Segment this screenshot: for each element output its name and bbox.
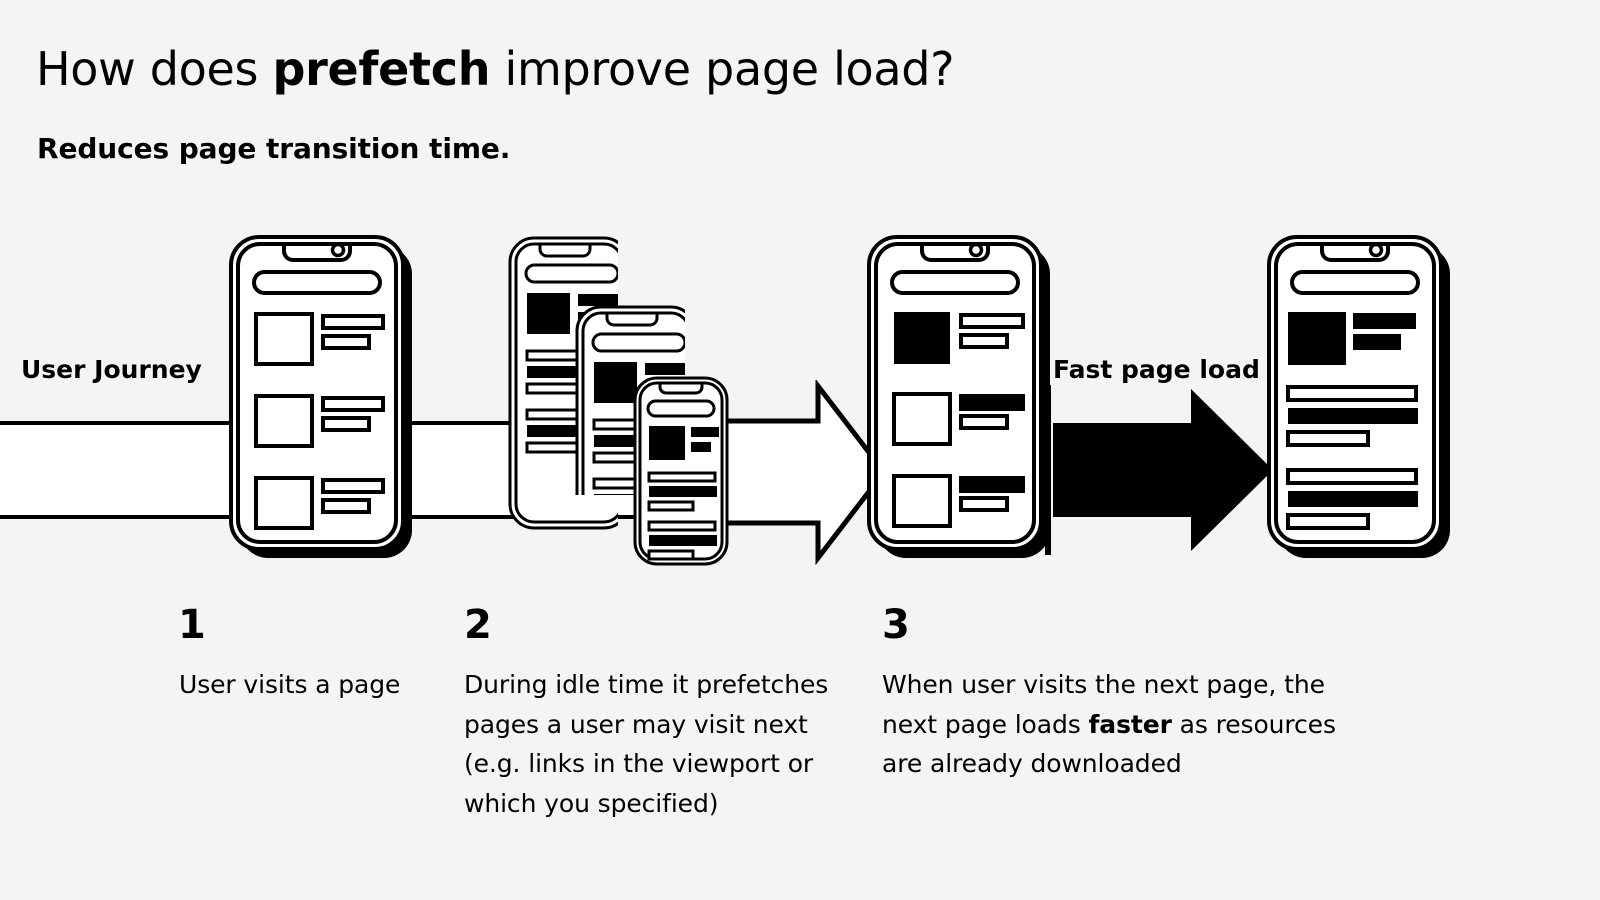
phone-fast-loaded-article: [1266, 234, 1456, 564]
thumb-filled: [594, 362, 637, 403]
text-line-outline: [321, 314, 385, 330]
step-number-3: 3: [882, 602, 910, 648]
text-line-filled: [1288, 491, 1418, 507]
search-bar: [890, 270, 1020, 295]
fast-page-load-label: Fast page load: [1053, 355, 1260, 384]
thumb-filled: [649, 426, 685, 460]
text-line-filled: [959, 476, 1025, 493]
fast-page-load-arrow: [1045, 385, 1280, 555]
thumb-filled: [1288, 312, 1346, 365]
camera-dot-icon: [1368, 242, 1384, 258]
text-line-outline: [321, 396, 385, 412]
text-line-outline: [647, 520, 717, 532]
step-number-2: 2: [464, 602, 492, 648]
text-line-outline: [321, 334, 371, 350]
text-line-outline: [321, 478, 385, 494]
text-line-outline: [321, 498, 371, 514]
text-line-outline: [647, 500, 695, 512]
text-line-outline: [959, 333, 1009, 349]
step-text-3-before: When user visits the next page, the next…: [882, 670, 1325, 739]
text-line-outline: [321, 416, 371, 432]
page-subtitle: Reduces page transition time.: [37, 132, 511, 165]
text-line-filled: [578, 294, 618, 306]
text-line-outline: [1286, 468, 1418, 485]
camera-dot-icon: [968, 242, 984, 258]
text-line-outline: [1286, 513, 1370, 530]
notch-icon: [658, 381, 704, 395]
text-line-filled: [1353, 313, 1416, 329]
thumb-filled: [894, 312, 950, 364]
thumb-outline: [892, 474, 952, 528]
text-line-outline: [647, 471, 717, 483]
title-suffix: improve page load?: [490, 42, 955, 96]
title-prefix: How does: [36, 42, 273, 96]
search-bar: [646, 399, 716, 418]
text-line-filled: [691, 442, 711, 452]
text-line-outline: [959, 414, 1009, 430]
thumb-outline: [892, 392, 952, 446]
thumb-outline: [254, 312, 314, 366]
step-text-1: User visits a page: [179, 670, 401, 699]
thumb-outline: [254, 476, 314, 530]
step-text-2: During idle time it prefetches pages a u…: [464, 670, 829, 818]
search-bar: [252, 270, 382, 295]
step-text-3-after: as resources are already downloaded: [882, 709, 1336, 779]
notch-icon: [538, 242, 592, 258]
user-journey-label: User Journey: [21, 355, 202, 384]
text-line-filled: [691, 427, 719, 437]
search-bar: [1290, 270, 1420, 295]
text-line-outline: [647, 549, 695, 561]
text-line-filled: [1288, 408, 1418, 424]
notch-icon: [605, 311, 659, 327]
phone-next-page-list: [866, 234, 1056, 564]
step-text-3: When user visits the next page, the next…: [882, 665, 1362, 784]
camera-dot-icon: [330, 242, 346, 258]
title-emphasis: prefetch: [272, 42, 491, 96]
text-line-outline: [1286, 385, 1418, 402]
text-line-outline: [1286, 430, 1370, 447]
search-bar: [524, 263, 618, 284]
search-bar: [591, 332, 685, 353]
text-line-filled: [649, 486, 717, 497]
text-line-filled: [959, 394, 1025, 411]
phone-prefetched-c: [633, 376, 729, 566]
text-line-filled: [1353, 334, 1401, 350]
text-line-outline: [959, 313, 1025, 329]
text-line-filled: [645, 363, 685, 375]
thumb-outline: [254, 394, 314, 448]
text-line-filled: [649, 535, 717, 546]
step-text-3-emphasis: faster: [1088, 709, 1172, 739]
phone-initial-page: [228, 234, 418, 564]
step-number-1: 1: [178, 602, 206, 648]
thumb-filled: [527, 293, 570, 334]
page-title: How does prefetch improve page load?: [36, 42, 955, 96]
text-line-outline: [959, 496, 1009, 512]
